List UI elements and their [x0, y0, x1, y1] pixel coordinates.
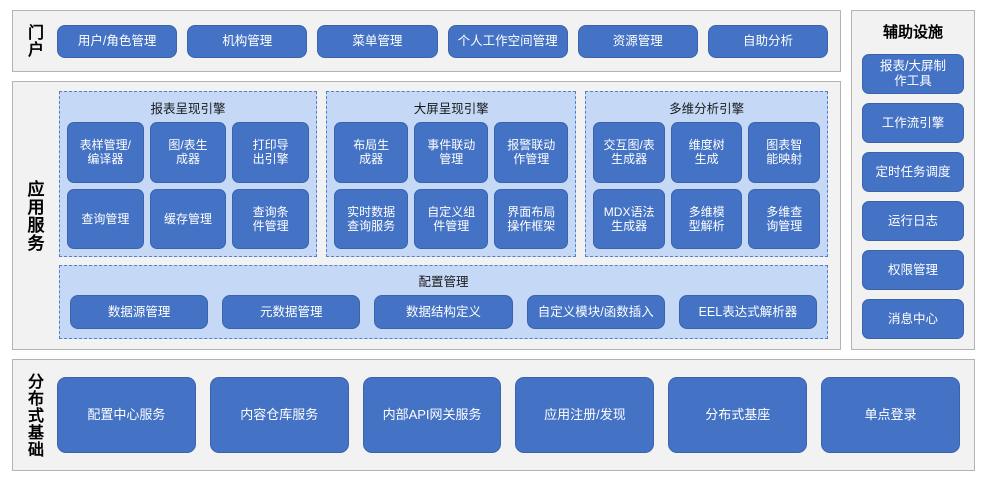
- base-item-sso[interactable]: 单点登录: [821, 377, 960, 453]
- config-group: 配置管理 数据源管理 元数据管理 数据结构定义 自定义模块/函数插入 EEL表达…: [59, 265, 828, 339]
- engine-group-report-title: 报表呈现引擎: [150, 102, 226, 116]
- report-item-print-export[interactable]: 打印导 出引擎: [232, 122, 310, 183]
- olap-item-dimension-tree[interactable]: 维度树 生成: [670, 122, 743, 183]
- distributed-base-row: 配置中心服务 内容仓库服务 内部API网关服务 应用注册/发现 分布式基座 单点…: [53, 360, 974, 470]
- app-services-panel: 应用服务 报表呈现引擎 表样管理/ 编译器 图/表生 成器 打印导 出引擎 查询…: [12, 81, 841, 350]
- report-item-cache-mgmt[interactable]: 缓存管理: [149, 188, 227, 249]
- engine-group-report-grid: 表样管理/ 编译器 图/表生 成器 打印导 出引擎 查询管理 缓存管理 查询条 …: [67, 122, 310, 249]
- portal-label: 门户: [24, 24, 42, 58]
- config-group-title: 配置管理: [418, 275, 469, 289]
- portal-button-menu[interactable]: 菜单管理: [317, 24, 438, 58]
- engine-group-report: 报表呈现引擎 表样管理/ 编译器 图/表生 成器 打印导 出引擎 查询管理 缓存…: [59, 91, 318, 257]
- auxiliary-list: 报表/大屏制 作工具 工作流引擎 定时任务调度 运行日志 权限管理 消息中心: [862, 54, 964, 339]
- base-item-api-gateway[interactable]: 内部API网关服务: [362, 377, 502, 453]
- engine-group-bigscreen-grid: 布局生 成器 事件联动 管理 报警联动 作管理 实时数据 查询服务 自定义组 件…: [334, 122, 569, 249]
- bigscreen-item-event-linkage[interactable]: 事件联动 管理: [414, 122, 489, 183]
- olap-item-interactive-chart[interactable]: 交互图/表 生成器: [593, 122, 665, 183]
- bigscreen-item-ui-layout-framework[interactable]: 界面布局 操作框架: [494, 188, 569, 249]
- report-item-query-mgmt[interactable]: 查询管理: [67, 188, 144, 249]
- portal-button-self-service[interactable]: 自助分析: [707, 24, 829, 58]
- portal-panel: 门户 用户/角色管理 机构管理 菜单管理 个人工作空间管理 资源管理 自助分析: [12, 10, 841, 72]
- base-item-content-repo[interactable]: 内容仓库服务: [209, 377, 349, 453]
- app-services-body: 报表呈现引擎 表样管理/ 编译器 图/表生 成器 打印导 出引擎 查询管理 缓存…: [55, 82, 840, 349]
- portal-button-resource[interactable]: 资源管理: [577, 24, 698, 58]
- engine-group-bigscreen-title: 大屏呈现引擎: [413, 102, 489, 116]
- config-item-metadata[interactable]: 元数据管理: [222, 295, 361, 329]
- aux-item-task-scheduler[interactable]: 定时任务调度: [862, 152, 964, 192]
- engine-group-olap-grid: 交互图/表 生成器 维度树 生成 图表智 能映射 MDX语法 生成器 多维模 型…: [593, 122, 820, 249]
- top-area: 门户 用户/角色管理 机构管理 菜单管理 个人工作空间管理 资源管理 自助分析 …: [12, 10, 975, 350]
- engine-group-olap: 多维分析引擎 交互图/表 生成器 维度树 生成 图表智 能映射 MDX语法 生成…: [585, 91, 828, 257]
- olap-item-model-parser[interactable]: 多维模 型解析: [670, 188, 743, 249]
- distributed-base-label: 分布式基础: [24, 372, 42, 458]
- distributed-base-panel: 分布式基础 配置中心服务 内容仓库服务 内部API网关服务 应用注册/发现 分布…: [12, 359, 975, 471]
- auxiliary-title: 辅助设施: [882, 24, 943, 41]
- bigscreen-item-alarm-action[interactable]: 报警联动 作管理: [494, 122, 569, 183]
- aux-item-runtime-log[interactable]: 运行日志: [862, 201, 964, 241]
- config-group-row: 数据源管理 元数据管理 数据结构定义 自定义模块/函数插入 EEL表达式解析器: [70, 295, 818, 329]
- portal-button-user-role[interactable]: 用户/角色管理: [57, 24, 178, 58]
- bigscreen-item-realtime-query[interactable]: 实时数据 查询服务: [334, 188, 409, 249]
- portal-button-workspace[interactable]: 个人工作空间管理: [447, 24, 568, 58]
- aux-item-message-center[interactable]: 消息中心: [862, 299, 964, 339]
- portal-button-org[interactable]: 机构管理: [187, 24, 308, 58]
- report-item-form-editor[interactable]: 表样管理/ 编译器: [67, 122, 144, 183]
- base-item-config-center[interactable]: 配置中心服务: [57, 377, 196, 453]
- olap-item-query-mgmt[interactable]: 多维查 询管理: [748, 188, 820, 249]
- config-item-data-structure[interactable]: 数据结构定义: [374, 295, 513, 329]
- engines-row: 报表呈现引擎 表样管理/ 编译器 图/表生 成器 打印导 出引擎 查询管理 缓存…: [59, 91, 828, 257]
- base-item-distributed-base[interactable]: 分布式基座: [668, 377, 808, 453]
- auxiliary-panel: 辅助设施 报表/大屏制 作工具 工作流引擎 定时任务调度 运行日志 权限管理 消…: [851, 10, 975, 350]
- portal-button-row: 用户/角色管理 机构管理 菜单管理 个人工作空间管理 资源管理 自助分析: [53, 11, 840, 71]
- config-item-datasource[interactable]: 数据源管理: [70, 295, 209, 329]
- app-services-label: 应用服务: [24, 179, 44, 252]
- aux-item-workflow-engine[interactable]: 工作流引擎: [862, 103, 964, 143]
- bigscreen-item-layout-generator[interactable]: 布局生 成器: [334, 122, 409, 183]
- engine-group-bigscreen: 大屏呈现引擎 布局生 成器 事件联动 管理 报警联动 作管理 实时数据 查询服务…: [326, 91, 577, 257]
- report-item-chart-generator[interactable]: 图/表生 成器: [149, 122, 227, 183]
- olap-item-mdx-generator[interactable]: MDX语法 生成器: [593, 188, 665, 249]
- engine-group-olap-title: 多维分析引擎: [669, 102, 745, 116]
- olap-item-chart-mapping[interactable]: 图表智 能映射: [748, 122, 820, 183]
- config-item-custom-module[interactable]: 自定义模块/函数插入: [526, 295, 665, 329]
- left-column: 门户 用户/角色管理 机构管理 菜单管理 个人工作空间管理 资源管理 自助分析 …: [12, 10, 841, 350]
- report-item-query-condition[interactable]: 查询条 件管理: [232, 188, 310, 249]
- base-item-app-registry[interactable]: 应用注册/发现: [515, 377, 655, 453]
- aux-item-report-bigscreen-tool[interactable]: 报表/大屏制 作工具: [862, 54, 964, 94]
- bigscreen-item-custom-component[interactable]: 自定义组 件管理: [414, 188, 489, 249]
- aux-item-permission-mgmt[interactable]: 权限管理: [862, 250, 964, 290]
- config-item-eel-parser[interactable]: EEL表达式解析器: [678, 295, 818, 329]
